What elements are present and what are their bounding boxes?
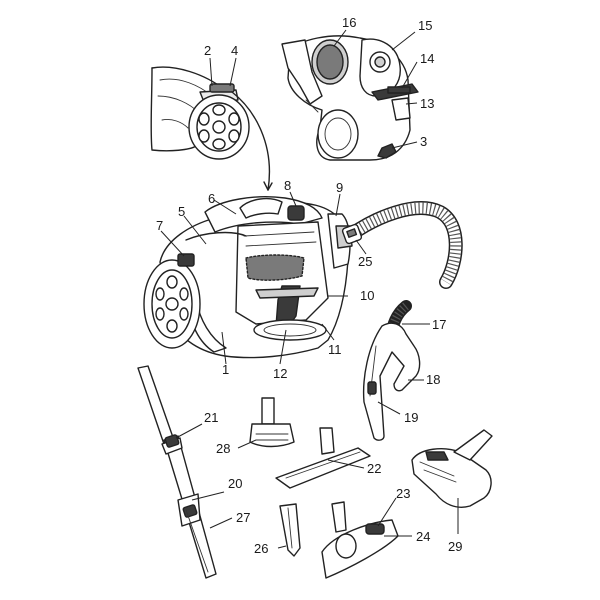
callout-labels: 2 4 16 15 14 13 3 6 8 9 5 7 25 10 17 11 … bbox=[156, 15, 462, 556]
callout-17: 17 bbox=[432, 317, 446, 332]
callout-20: 20 bbox=[228, 476, 242, 491]
crevice-tool bbox=[279, 503, 301, 557]
callout-13: 13 bbox=[420, 96, 434, 111]
leader-lines bbox=[160, 29, 459, 549]
callout-29: 29 bbox=[448, 539, 462, 554]
callout-22: 22 bbox=[367, 461, 381, 476]
callout-26: 26 bbox=[254, 541, 268, 556]
callout-8: 8 bbox=[284, 178, 291, 193]
callout-28: 28 bbox=[216, 441, 230, 456]
callout-27: 27 bbox=[236, 510, 250, 525]
combination-floor-nozzle bbox=[321, 501, 399, 579]
callout-15: 15 bbox=[418, 18, 432, 33]
callout-10: 10 bbox=[360, 288, 374, 303]
inset-housing-detail bbox=[281, 35, 419, 161]
callout-12: 12 bbox=[273, 366, 287, 381]
vacuum-main-body bbox=[143, 196, 353, 359]
callout-3: 3 bbox=[420, 134, 427, 149]
callout-1: 1 bbox=[222, 362, 229, 377]
callout-5: 5 bbox=[178, 204, 185, 219]
callout-2: 2 bbox=[204, 43, 211, 58]
callout-25: 25 bbox=[358, 254, 372, 269]
callout-23: 23 bbox=[396, 486, 410, 501]
flexible-hose bbox=[341, 201, 463, 289]
upholstery-brush bbox=[249, 397, 295, 448]
hose-handle bbox=[362, 300, 421, 441]
telescopic-tube bbox=[137, 365, 217, 579]
callout-19: 19 bbox=[404, 410, 418, 425]
callout-16: 16 bbox=[342, 15, 356, 30]
callout-11: 11 bbox=[328, 342, 342, 357]
callout-24: 24 bbox=[416, 529, 430, 544]
callout-21: 21 bbox=[204, 410, 218, 425]
callout-14: 14 bbox=[420, 51, 434, 66]
inset-wheel-detail bbox=[150, 66, 273, 191]
callout-9: 9 bbox=[336, 180, 343, 195]
callout-18: 18 bbox=[426, 372, 440, 387]
parquet-floor-brush bbox=[275, 427, 371, 489]
callout-6: 6 bbox=[208, 191, 215, 206]
callout-4: 4 bbox=[231, 43, 238, 58]
turbo-brush bbox=[411, 429, 493, 508]
callout-7: 7 bbox=[156, 218, 163, 233]
